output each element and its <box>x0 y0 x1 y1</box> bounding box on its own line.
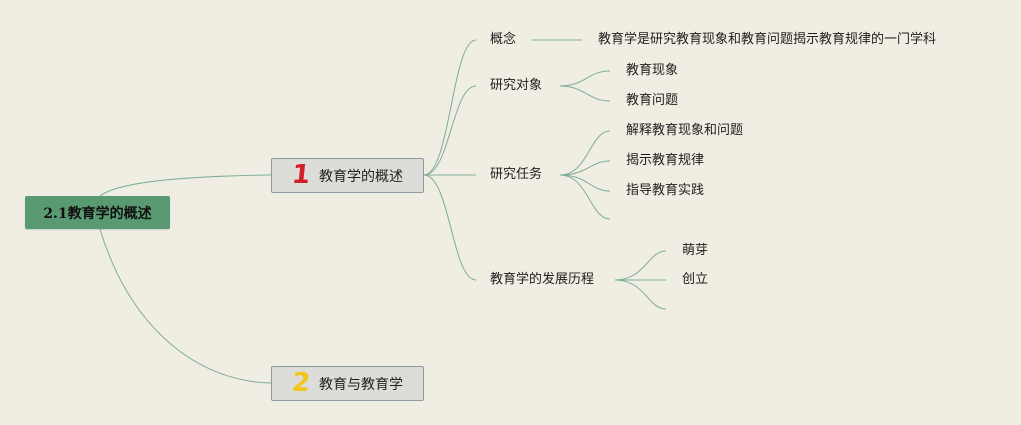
connector-object-child2 <box>559 85 611 102</box>
connector-topic1-object <box>423 85 477 176</box>
connector-history-child1 <box>614 250 667 281</box>
connector-object-child1 <box>559 70 611 87</box>
root-topic[interactable]: 2.1教育学的概述 <box>25 196 170 229</box>
connector-root-topic2 <box>99 228 272 384</box>
leaf-education-phenomena[interactable]: 教育现象 <box>626 63 679 78</box>
leaf-concept-definition[interactable]: 教育学是研究教育现象和教育问题揭示教育规律的一门学科 <box>598 32 937 47</box>
branch-research-object[interactable]: 研究对象 <box>490 78 543 93</box>
connector-history-child3 <box>614 279 667 310</box>
topic-number-2: 2 <box>290 367 312 398</box>
leaf-guide-practice[interactable]: 指导教育实践 <box>626 183 705 198</box>
leaf-explain-phenomena[interactable]: 解释教育现象和问题 <box>626 123 744 138</box>
connector-root-topic1 <box>99 174 272 197</box>
leaf-reveal-laws[interactable]: 揭示教育规律 <box>626 153 705 168</box>
root-topic-label: 2.1教育学的概述 <box>43 205 152 222</box>
connector-task-child3 <box>559 174 611 192</box>
topic-education-and-pedagogy[interactable]: 2 教育与教育学 <box>271 366 424 401</box>
connector-topic1-history <box>423 174 477 281</box>
topic-number-1: 1 <box>290 159 312 190</box>
branch-development-history[interactable]: 教育学的发展历程 <box>490 272 595 287</box>
topic-education-overview[interactable]: 1 教育学的概述 <box>271 158 424 193</box>
branch-concept[interactable]: 概念 <box>490 32 517 47</box>
leaf-sprouting[interactable]: 萌芽 <box>682 243 709 258</box>
connector-task-child1 <box>559 130 611 176</box>
topic-label: 教育与教育学 <box>319 376 404 393</box>
leaf-education-problems[interactable]: 教育问题 <box>626 93 679 108</box>
connector-task-child4 <box>559 174 611 220</box>
branch-research-task[interactable]: 研究任务 <box>490 167 543 182</box>
connector-topic1-concept <box>423 39 477 176</box>
connector-task-child2 <box>559 160 611 176</box>
leaf-founding[interactable]: 创立 <box>682 272 709 287</box>
topic-label: 教育学的概述 <box>319 168 404 185</box>
